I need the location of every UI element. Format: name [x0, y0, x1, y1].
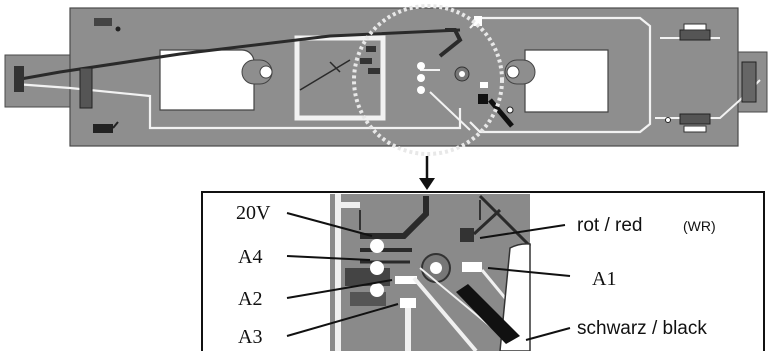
left-cutout-hole [259, 65, 273, 79]
right-cutout [524, 49, 609, 113]
dark-trace-top [14, 28, 461, 82]
center-components [299, 46, 514, 128]
light-trace-top-right [469, 16, 652, 134]
callout-lines [286, 212, 571, 341]
pad-top-left [94, 18, 112, 26]
trace-bottom-left [112, 121, 119, 129]
zoom-panel: 20V A4 A2 A3 rot / red (WR) A1 schwarz /… [201, 191, 765, 351]
center-square-trace [294, 35, 386, 121]
dark-trace-top-2 [438, 28, 463, 58]
label-a2: A2 [238, 288, 262, 310]
label-a4: A4 [238, 246, 262, 268]
zoom-pad-3 [370, 283, 384, 297]
label-a3: A3 [238, 326, 262, 348]
label-schwarz-black: schwarz / black [577, 318, 707, 339]
light-trace-mid [420, 69, 471, 131]
right-cutout-hole [506, 65, 520, 79]
zoom-pad-2 [370, 261, 384, 275]
pcb-board-overview [4, 4, 768, 156]
label-rot-red: rot / red [577, 215, 642, 236]
label-wr: (WR) [683, 218, 716, 234]
left-cutout [159, 49, 255, 111]
magnify-circle [352, 4, 504, 156]
pad-bottom-left [93, 124, 113, 133]
via-top-left [115, 26, 121, 32]
zoom-dark-trace [360, 196, 429, 239]
zoom-arrow [419, 156, 435, 190]
left-connector [14, 66, 24, 92]
right-components [474, 16, 757, 133]
light-trace-left [14, 82, 462, 130]
left-component [79, 67, 93, 109]
zoom-pad-1 [370, 239, 384, 253]
label-a1: A1 [592, 268, 616, 290]
label-20v: 20V [236, 202, 271, 224]
